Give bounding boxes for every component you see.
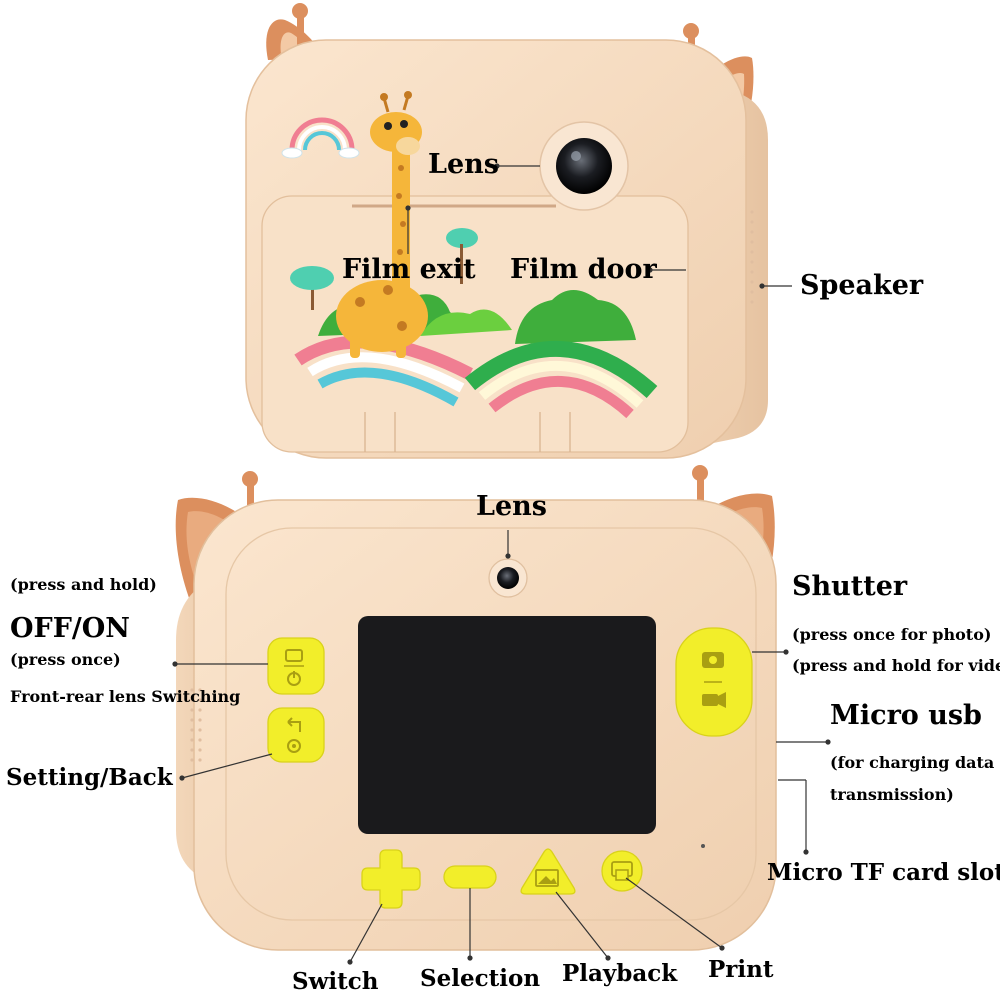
print-button[interactable] <box>601 850 643 892</box>
rear-lens-icon <box>488 558 528 598</box>
front-lens-icon <box>539 121 629 211</box>
shutter-photo-note: (press once for photo) <box>792 625 992 644</box>
micro-usb-note-2: transmission) <box>830 785 954 804</box>
shutter-button[interactable] <box>675 627 753 737</box>
front-camera <box>245 3 768 459</box>
rainbow-icon <box>281 117 360 159</box>
film-door-label: Film door <box>510 254 657 285</box>
micro-usb-note-1: (for charging data <box>830 753 995 772</box>
shutter-video-note: (press and hold for video) <box>792 656 1000 675</box>
rear-lens-label: Lens <box>476 491 547 522</box>
setting-back-button[interactable] <box>267 707 325 763</box>
playback-button[interactable] <box>520 848 576 895</box>
shutter-title: Shutter <box>792 571 908 602</box>
giraffe-icon <box>336 91 428 358</box>
display-screen <box>358 616 656 834</box>
setting-back-label: Setting/Back <box>6 764 173 791</box>
right-rainbow-icon <box>464 340 658 419</box>
film-exit-label: Film exit <box>342 254 476 285</box>
front-lens-label: Lens <box>428 149 499 180</box>
lens-switch-label: Front-rear lens Switching <box>10 687 241 706</box>
switch-label: Switch <box>292 968 379 995</box>
speaker-grille-icon <box>750 210 754 304</box>
switch-dpad-button[interactable] <box>361 849 421 909</box>
tf-slot-label: Micro TF card slot <box>767 859 1000 886</box>
back-camera <box>175 465 777 951</box>
selection-button[interactable] <box>443 865 497 889</box>
power-once-note: (press once) <box>10 650 121 669</box>
selection-label: Selection <box>420 965 541 992</box>
power-title: OFF/ON <box>10 613 130 644</box>
power-button[interactable] <box>267 637 325 695</box>
speaker-label: Speaker <box>800 270 924 301</box>
tree-icon <box>290 228 478 310</box>
back-speaker-grille-icon <box>190 688 202 762</box>
micro-usb-title: Micro usb <box>830 700 982 731</box>
print-label: Print <box>708 956 774 983</box>
playback-label: Playback <box>562 960 678 987</box>
power-hold-note: (press and hold) <box>10 575 157 594</box>
leader-lines <box>172 163 831 965</box>
